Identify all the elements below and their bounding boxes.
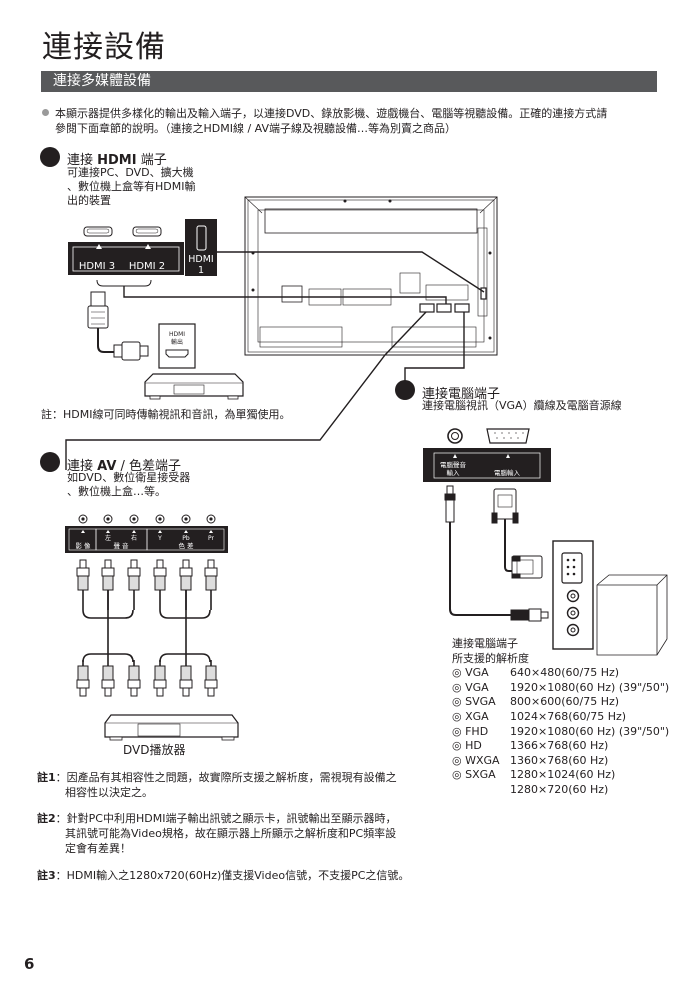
connection-lines xyxy=(65,251,485,470)
resolution-value: 800×600(60/75 Hz) xyxy=(510,695,620,709)
av-cables-illustration xyxy=(76,559,218,697)
footnote-label: 註3 xyxy=(37,869,56,882)
footnote-text: 其訊號可能為Video規格，故在顯示器上所顯示之解析度和PC頻率設 xyxy=(65,827,397,840)
footnote-text: ：針對PC中利用HDMI端子輸出訊號之顯示卡，訊號輸出至顯示器時， xyxy=(55,812,397,825)
resolution-mode xyxy=(452,783,510,798)
resolution-value: 1024×768(60/75 Hz) xyxy=(510,709,627,723)
pc-tower-illustration xyxy=(552,540,668,656)
resolution-title-line1: 連接電腦端子 xyxy=(452,637,518,650)
footnote-label: 註2 xyxy=(37,812,56,825)
av-port-panel: 左 右 Y Pb Pr 影 像 聲 音 色 差 xyxy=(65,514,228,553)
resolution-mode: ◎ VGA xyxy=(452,666,489,680)
footnote-3: 註3：HDMI輸入之1280x720(60Hz)僅支援Video信號，不支援PC… xyxy=(37,868,457,883)
pc-description: 連接電腦視訊（VGA）纜線及電腦音源線 xyxy=(422,399,622,412)
resolution-value: 640×480(60/75 Hz) xyxy=(510,666,620,680)
resolution-value: 1920×1080(60 Hz) (39"/50") xyxy=(510,680,670,694)
hdmi2-label: HDMI 2 xyxy=(129,261,165,272)
av-group-component-label: 色 差 xyxy=(178,541,194,550)
page-title: 連接設備 xyxy=(42,30,166,65)
av-port-y-label: Y xyxy=(157,535,162,542)
hdmi-description: 可連接PC、DVD、擴大機 、數位機上盒等有HDMI輸 出的裝置 xyxy=(67,166,195,208)
resolution-row: ◎ HD 1366×768(60 Hz) xyxy=(452,739,669,754)
av-port-left-label: 左 xyxy=(105,534,111,542)
footnote-1: 註1：因產品有其相容性之問題，故實際所支援之解析度，需視現有設備之 相容性以決定… xyxy=(37,770,437,800)
resolution-row: ◎ XGA 1024×768(60/75 Hz) xyxy=(452,710,669,725)
hdmi-heading-prefix: 連接 xyxy=(67,153,98,168)
resolution-value: 1360×768(60 Hz) xyxy=(510,753,609,767)
pc-audio-label-line2: 輸入 xyxy=(447,468,461,477)
resolution-mode: ◎ SVGA xyxy=(452,695,496,709)
resolution-row: 1280×720(60 Hz) xyxy=(452,783,669,798)
resolution-mode: ◎ FHD xyxy=(452,724,489,738)
av-heading-bold: AV xyxy=(97,459,117,474)
footnote-text: 定會有差異！ xyxy=(65,842,131,855)
dvd-player-illustration xyxy=(104,714,239,741)
resolution-mode: ◎ WXGA xyxy=(452,753,500,767)
pc-vga-label: 電腦輸入 xyxy=(494,468,521,477)
av-desc-line: 如DVD、數位衛星接受器 xyxy=(67,471,191,484)
av-port-pr-label: Pr xyxy=(208,535,215,542)
footnote-text: 相容性以決定之。 xyxy=(65,786,153,799)
resolution-value: 1920×1080(60 Hz) (39"/50") xyxy=(510,724,670,738)
pc-cables-illustration xyxy=(444,485,549,622)
dvd-player-label: DVD播放器 xyxy=(123,743,186,757)
pc-heading: 連接電腦端子 xyxy=(422,387,501,402)
resolution-value: 1280×720(60 Hz) xyxy=(510,782,609,796)
av-description: 如DVD、數位衛星接受器 、數位機上盒…等。 xyxy=(67,471,190,499)
resolution-row: ◎ VGA 640×480(60/75 Hz) xyxy=(452,666,669,681)
av-heading: 連接 AV / 色差端子 xyxy=(67,455,181,474)
resolution-row: ◎ SVGA 800×600(60/75 Hz) xyxy=(452,695,669,710)
hdmi-cable-illustration xyxy=(87,291,149,361)
pc-audio-label-line1: 電腦聲音 xyxy=(440,460,467,469)
av-port-right-label: 右 xyxy=(131,534,137,542)
footnote-text: ：因產品有其相容性之問題，故實際所支援之解析度，需視現有設備之 xyxy=(55,771,397,784)
hdmi-port-panel: HDMI 3 HDMI 2 HDMI 1 xyxy=(68,219,217,287)
resolution-mode: ◎ HD xyxy=(452,739,482,753)
hdmi-desc-line: 出的裝置 xyxy=(67,194,111,207)
pc-section-dot-icon xyxy=(395,380,415,400)
footnote-label: 註1 xyxy=(37,771,56,784)
resolution-mode: ◎ VGA xyxy=(452,680,489,694)
hdmi-desc-line: 、數位機上盒等有HDMI輸 xyxy=(67,180,196,193)
av-heading-prefix: 連接 xyxy=(67,459,98,474)
section-header: 連接多媒體設備 xyxy=(41,71,657,92)
resolution-title-line2: 所支援的解析度 xyxy=(452,651,529,665)
intro-line-1: 本顯示器提供多樣化的輸出及輸入端子，以連接DVD、錄放影機、遊戲機台、電腦等視聽… xyxy=(55,107,608,120)
device-hdmi-label-line1: HDMI xyxy=(169,331,185,338)
hdmi-note: 註：HDMI線可同時傳輸視訊和音訊，為單獨使用。 xyxy=(41,408,291,421)
resolution-row: ◎ FHD 1920×1080(60 Hz) (39"/50") xyxy=(452,725,669,740)
hdmi1-label-line1: HDMI xyxy=(188,254,213,265)
footnote-text: ：HDMI輸入之1280x720(60Hz)僅支援Video信號，不支援PC之信… xyxy=(55,869,410,882)
tv-back-illustration xyxy=(244,196,498,356)
hdmi-source-device: HDMI 輸出 xyxy=(144,323,244,400)
intro-paragraph: 本顯示器提供多樣化的輸出及輸入端子，以連接DVD、錄放影機、遊戲機台、電腦等視聽… xyxy=(42,106,662,136)
pc-port-panel: 電腦聲音 輸入 電腦輸入 xyxy=(423,428,551,482)
resolution-row: ◎ SXGA 1280×1024(60 Hz) xyxy=(452,768,669,783)
av-port-pb-label: Pb xyxy=(182,535,190,542)
resolution-mode: ◎ SXGA xyxy=(452,768,496,782)
hdmi3-label: HDMI 3 xyxy=(79,261,115,272)
av-group-video-label: 影 像 xyxy=(75,541,91,550)
hdmi-desc-line: 可連接PC、DVD、擴大機 xyxy=(67,166,194,179)
footnote-2: 註2：針對PC中利用HDMI端子輸出訊號之顯示卡，訊號輸出至顯示器時， 其訊號可… xyxy=(37,811,437,856)
device-hdmi-label-line2: 輸出 xyxy=(171,338,183,346)
resolution-row: ◎ WXGA 1360×768(60 Hz) xyxy=(452,754,669,769)
av-desc-line: 、數位機上盒…等。 xyxy=(67,485,166,498)
intro-line-2: 參閱下面章節的說明。（連接之HDMI線 / AV端子線及視聽設備…等為別賣之商品… xyxy=(55,122,457,135)
hdmi-heading: 連接 HDMI 端子 xyxy=(67,149,167,168)
hdmi-heading-suffix: 端子 xyxy=(136,153,167,168)
hdmi-section-dot-icon xyxy=(40,147,60,167)
resolution-mode: ◎ XGA xyxy=(452,709,489,723)
resolution-value: 1280×1024(60 Hz) xyxy=(510,768,616,782)
av-section-dot-icon xyxy=(40,452,60,472)
av-group-audio-label: 聲 音 xyxy=(113,541,129,550)
hdmi-heading-bold: HDMI xyxy=(97,153,137,168)
bullet-icon xyxy=(42,109,49,116)
page-number: 6 xyxy=(24,955,35,973)
resolution-row: ◎ VGA 1920×1080(60 Hz) (39"/50") xyxy=(452,681,669,696)
hdmi1-label-line2: 1 xyxy=(198,265,204,276)
resolution-value: 1366×768(60 Hz) xyxy=(510,739,609,753)
av-heading-suffix: / 色差端子 xyxy=(116,459,182,474)
